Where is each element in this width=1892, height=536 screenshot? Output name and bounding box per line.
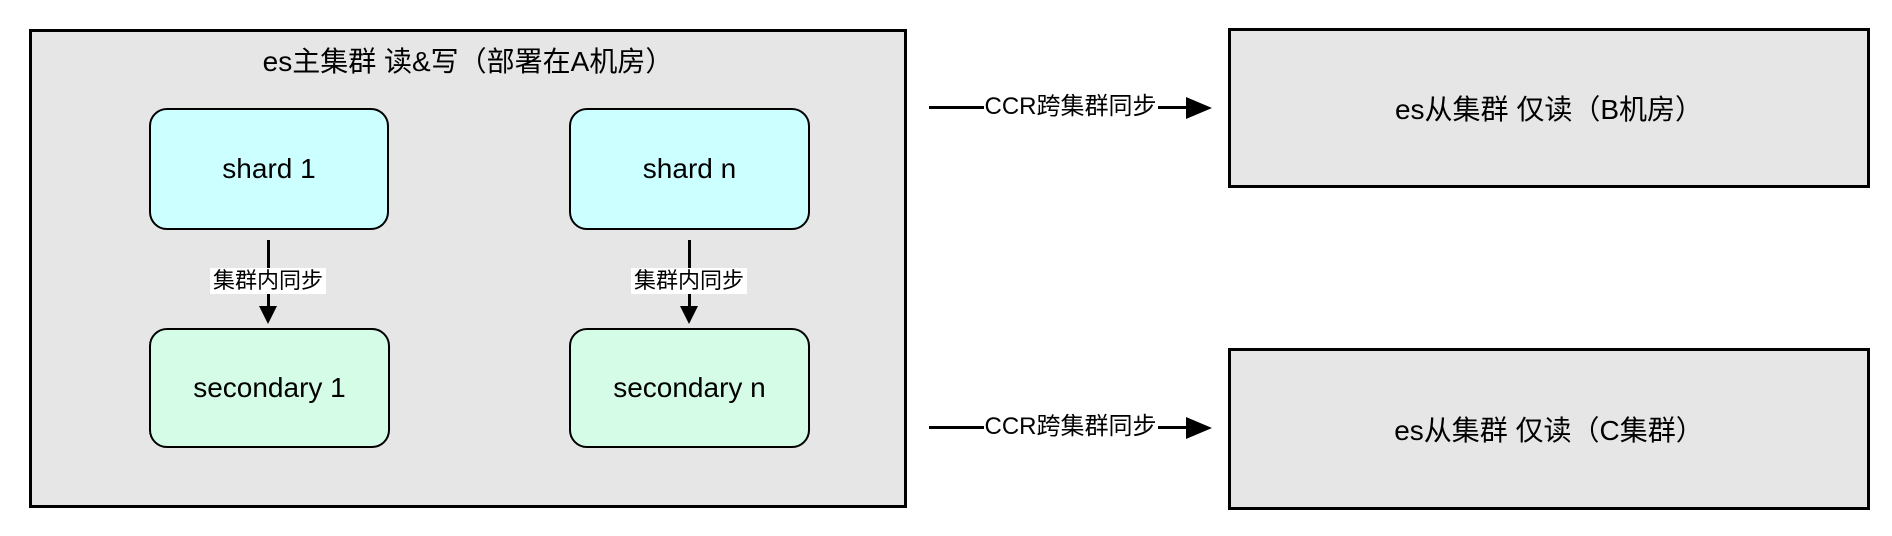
secondary-n-label: secondary n (613, 372, 766, 403)
ccr-sync-label-2: CCR跨集群同步 (983, 412, 1158, 442)
replica-cluster-b-label: es从集群 仅读（B机房） (1394, 94, 1704, 125)
shard-1-node: shard 1 (149, 108, 389, 230)
replica-cluster-b-box: es从集群 仅读（B机房） (1228, 28, 1870, 188)
intra-sync-label-1: 集群内同步 (209, 268, 327, 294)
secondary-n-node: secondary n (569, 328, 810, 448)
intra-sync-arrow-1: 集群内同步 (188, 236, 348, 324)
ccr-sync-label-1: CCR跨集群同步 (983, 92, 1158, 122)
shard-n-label: shard n (642, 153, 737, 184)
ccr-arrow-to-b: CCR跨集群同步 (929, 88, 1212, 128)
arrow-down-icon (680, 306, 698, 324)
shard-n-node: shard n (569, 108, 810, 230)
primary-cluster-box: es主集群 读&写（部署在A机房） shard 1 shard n 集群内同步 … (29, 29, 907, 508)
intra-sync-label-2: 集群内同步 (630, 268, 748, 294)
arrow-right-icon (1186, 96, 1212, 119)
secondary-1-node: secondary 1 (149, 328, 390, 448)
replica-cluster-c-box: es从集群 仅读（C集群） (1228, 348, 1870, 510)
arrow-down-icon (259, 306, 277, 324)
ccr-arrow-to-c: CCR跨集群同步 (929, 408, 1212, 448)
intra-sync-arrow-2: 集群内同步 (609, 236, 769, 324)
secondary-1-label: secondary 1 (193, 372, 346, 403)
primary-cluster-title: es主集群 读&写（部署在A机房） (262, 46, 674, 77)
arrow-right-icon (1186, 416, 1212, 439)
shard-1-label: shard 1 (222, 153, 316, 184)
replica-cluster-c-label: es从集群 仅读（C集群） (1394, 415, 1704, 446)
